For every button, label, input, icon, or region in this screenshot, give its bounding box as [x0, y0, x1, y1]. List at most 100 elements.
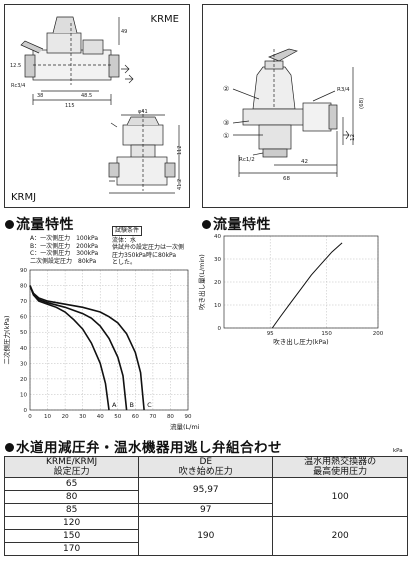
y-tick-label: 10 — [20, 392, 27, 398]
table-cell: 65 — [3, 477, 140, 491]
callout-2: ② — [223, 85, 229, 93]
x-tick-label: 0 — [28, 414, 32, 420]
x-tick-label: 200 — [373, 331, 384, 337]
flow-heading-left: 流量特性 — [5, 214, 74, 234]
drawing-panel-krme-krmj: KRME KRMJ 38 48.5 115 Rc3/4 — [4, 4, 190, 208]
x-tick-label: 20 — [62, 414, 69, 420]
table-cell: 150 — [3, 529, 140, 543]
test-conditions: 試験条件 流体：水 供試弁の設定圧力は一次側 圧力350kPa時に80kPa と… — [112, 226, 184, 267]
unit-label: kPa — [393, 448, 403, 454]
y-tick-label: 20 — [20, 377, 27, 383]
x-tick-label: 95 — [267, 331, 274, 337]
table-row: 65 95,97 100 — [3, 477, 408, 517]
dim-112: 112 — [177, 145, 183, 155]
y-tick-label: 0 — [24, 408, 28, 414]
bullet-icon — [5, 443, 14, 452]
table-cell: 85 — [3, 503, 140, 517]
y-tick-label: 20 — [214, 280, 221, 286]
series-line-c — [29, 285, 145, 411]
series-line-b — [29, 285, 128, 411]
condition-line-3: 圧力350kPa時に80kPa — [112, 251, 177, 259]
bullet-icon — [202, 220, 211, 229]
legend-a: A：一次側圧力 100kPa — [30, 235, 99, 242]
dim-48-5: 48.5 — [81, 93, 92, 99]
dim-38: 38 — [37, 93, 43, 99]
y-tick-label: 10 — [214, 303, 221, 309]
legend-setting: 二次側設定圧力 80kPa — [30, 257, 97, 265]
condition-line-4: とした。 — [112, 259, 137, 266]
drawing-panel-de: ② ③ ① R3/4 Rc1/2 (68) 12 42 68 — [202, 4, 408, 208]
relief-curve-line — [271, 242, 343, 329]
legend-c: C：一次側圧力 300kPa — [30, 250, 99, 257]
valve-drawing-right: ② ③ ① R3/4 Rc1/2 (68) 12 42 68 — [223, 48, 365, 182]
y-tick-label: 60 — [20, 315, 27, 321]
y-tick-label: 40 — [20, 346, 27, 352]
combo-heading-text: 水道用減圧弁・温水機器用逃し弁組合わせ — [16, 440, 282, 456]
flow-heading-right: 流量特性 — [202, 214, 271, 234]
valve-drawing-left: 38 48.5 115 Rc3/4 49 12.5 φ41 112 41.2 — [10, 16, 183, 194]
table-cell: 190 — [138, 516, 274, 556]
table-row: 170 — [3, 542, 408, 556]
x-tick-label: 80 — [167, 414, 174, 420]
y-axis-label: 吹き出し量(L/min) — [197, 254, 206, 310]
y-tick-label: 40 — [214, 234, 221, 240]
test-conditions-title: 試験条件 — [112, 226, 143, 236]
plot-frame — [223, 235, 379, 329]
flow-heading-left-text: 流量特性 — [16, 217, 74, 233]
y-tick-label: 0 — [218, 326, 222, 332]
bullet-icon — [5, 220, 14, 229]
x-axis-label: 流量(L/min) — [170, 422, 200, 431]
combo-heading: 水道用減圧弁・温水機器用逃し弁組合わせ — [5, 436, 282, 456]
flow-legend: A：一次側圧力 100kPa B：一次側圧力 200kPa C：一次側圧力 30… — [30, 235, 98, 265]
header-max-pressure: 温水用熱交換器の最高使用圧力 — [272, 456, 408, 478]
series-label-a: A — [112, 401, 117, 409]
y-tick-label: 50 — [20, 330, 27, 336]
y-tick-label: 80 — [20, 284, 27, 290]
dim-42: 42 — [301, 159, 308, 165]
model-label-krme: KRME — [150, 14, 179, 25]
dim-12: 12 — [350, 134, 356, 141]
condition-line-1: 流体：水 — [112, 236, 137, 244]
dim-r34: R3/4 — [337, 87, 350, 93]
y-tick-label: 30 — [214, 257, 221, 263]
dim-68-vertical: (68) — [359, 98, 365, 109]
x-tick-label: 60 — [132, 414, 139, 420]
x-tick-label: 40 — [97, 414, 104, 420]
series-label-c: C — [147, 401, 152, 409]
y-tick-label: 70 — [20, 299, 27, 305]
x-tick-label: 50 — [114, 414, 121, 420]
dim-68: 68 — [283, 176, 290, 182]
callout-3: ③ — [223, 119, 229, 127]
dim-12-5: 12.5 — [10, 63, 21, 69]
dim-rc12-right: Rc1/2 — [239, 157, 255, 163]
model-label-krmj: KRMJ — [11, 192, 37, 203]
x-tick-label: 30 — [79, 414, 86, 420]
flow-heading-right-text: 流量特性 — [213, 217, 271, 233]
table-cell: 100 — [272, 477, 408, 517]
table-cell: 95,97 — [138, 477, 274, 504]
dim-phi41: φ41 — [138, 109, 148, 115]
y-tick-label: 30 — [20, 361, 27, 367]
table-cell: 97 — [138, 503, 274, 517]
dim-rc34-left: Rc3/4 — [11, 83, 25, 89]
y-tick-label: 90 — [20, 268, 27, 274]
flow-chart-right: 95 150 200 0 10 20 30 40 吹き出し圧力(kPa) 吹き出し量(L/min) — [197, 234, 384, 346]
series-line-a — [29, 285, 110, 411]
x-axis-label: 吹き出し圧力(kPa) — [273, 337, 328, 346]
x-tick-label: 150 — [321, 331, 332, 337]
series-label-b: B — [130, 401, 134, 409]
dim-115: 115 — [65, 103, 75, 109]
callout-1: ① — [223, 132, 229, 140]
table-cell: 120 — [3, 516, 140, 530]
dim-41-2: 41.2 — [177, 179, 183, 190]
table-cell: 80 — [3, 490, 140, 504]
table-row: 85 97 — [3, 503, 408, 517]
x-tick-label: 70 — [149, 414, 156, 420]
legend-b: B：一次側圧力 200kPa — [30, 242, 99, 250]
x-tick-label: 10 — [44, 414, 51, 420]
